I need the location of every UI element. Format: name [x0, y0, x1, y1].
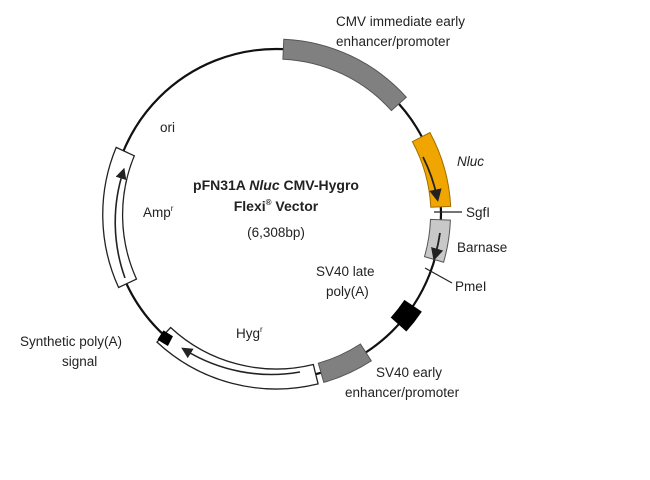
vector-size: (6,308bp)	[247, 225, 305, 240]
pmei-label: PmeI	[455, 279, 487, 294]
amp-label: Ampr	[143, 204, 174, 220]
cmv-label-line2: enhancer/promoter	[336, 34, 451, 49]
nluc-label: Nluc	[457, 154, 484, 169]
cmv-promoter-segment	[282, 38, 408, 112]
sgfi-label: SgfI	[466, 205, 490, 220]
cmv-label-line1: CMV immediate early	[336, 14, 465, 29]
hyg-direction-arrow	[181, 347, 301, 376]
synthetic-polya-marker	[157, 330, 173, 346]
nluc-direction-arrow	[422, 156, 442, 202]
sv40-early-label-line1: SV40 early	[376, 365, 442, 380]
nluc-segment	[411, 131, 452, 208]
sv40-late-label-line2: poly(A)	[326, 284, 369, 299]
vector-title-line1: pFN31A Nluc CMV-Hygro	[193, 177, 359, 193]
sv40-late-polya-segment	[390, 299, 422, 332]
barnase-direction-arrow	[431, 232, 444, 261]
sv40-late-label-line1: SV40 late	[316, 264, 375, 279]
synthetic-polya-label-line1: Synthetic poly(A)	[20, 334, 122, 349]
hyg-label: Hygr	[236, 325, 263, 341]
pmei-site-tick	[424, 267, 453, 284]
vector-title-line2: Flexi® Vector	[234, 198, 319, 214]
barnase-label: Barnase	[457, 240, 507, 255]
barnase-segment	[423, 218, 451, 263]
ori-label: ori	[160, 120, 175, 135]
amp-direction-arrow	[114, 167, 127, 279]
synthetic-polya-label-line2: signal	[62, 354, 97, 369]
sv40-early-label-line2: enhancer/promoter	[345, 385, 460, 400]
amp-resistance-segment	[102, 146, 138, 289]
sv40-early-promoter-segment	[317, 343, 372, 384]
